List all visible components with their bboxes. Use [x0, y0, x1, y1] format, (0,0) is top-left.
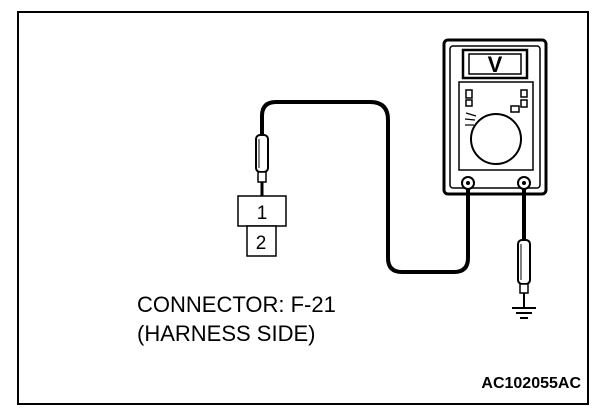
meter-display-inner: [468, 53, 522, 75]
meter-display-unit: V: [488, 52, 503, 77]
figure-code: AC102055AC: [481, 375, 581, 392]
volt-terminal-center: [522, 181, 526, 185]
range-switch-right-icon-2: [520, 99, 528, 108]
connector-f21: 1 2: [237, 195, 287, 257]
connector-top-shell: [237, 195, 287, 227]
dial-scale-icon: [464, 112, 477, 126]
connector-pin-2: 2: [256, 233, 267, 254]
range-switch-left-icon: [465, 89, 473, 99]
range-indicator-icon: [510, 105, 520, 113]
rotary-selector-dial: [470, 113, 522, 165]
back-probe-icon: [255, 134, 269, 200]
multimeter-body-inner: [449, 45, 541, 189]
diagram-frame: [17, 11, 589, 405]
multimeter: V: [442, 38, 548, 196]
connector-pin-1: 1: [257, 203, 268, 224]
range-switch-right-icon: [520, 89, 528, 98]
com-terminal-center: [466, 181, 470, 185]
connector-name-label: CONNECTOR: F-21: [137, 292, 336, 317]
range-switch-left-icon-2: [465, 99, 473, 107]
ground-icon: [512, 307, 536, 319]
test-lead-wire: [260, 100, 470, 274]
connector-side-label: (HARNESS SIDE): [137, 321, 315, 346]
connector-bottom-shell: [246, 225, 277, 257]
ground-lead: [517, 189, 531, 307]
